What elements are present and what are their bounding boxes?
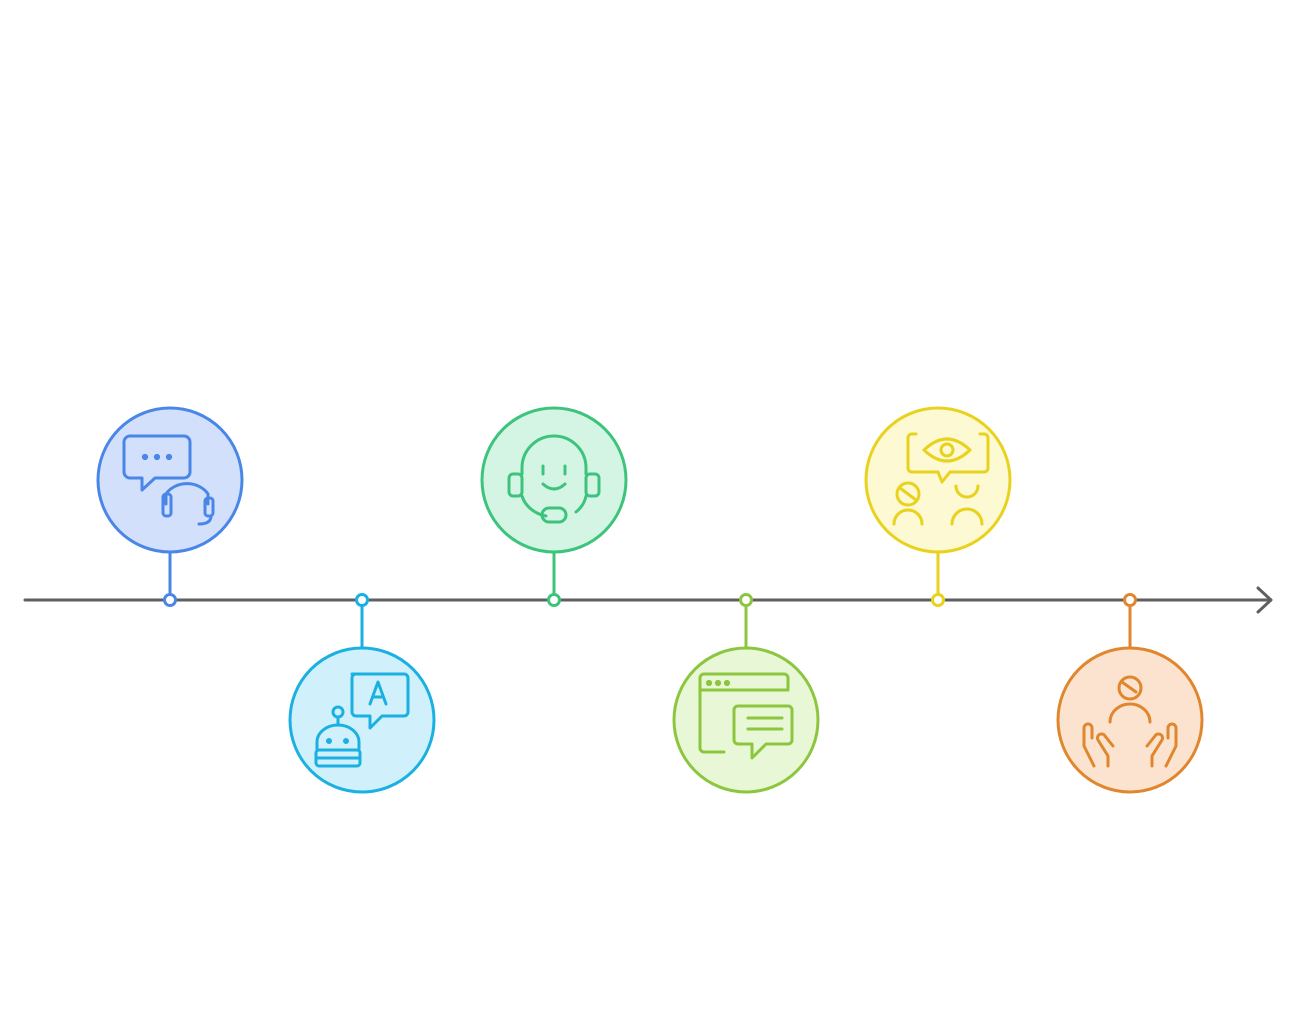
robot-translate-icon	[314, 672, 410, 768]
milestone-node	[547, 593, 561, 607]
milestone-visual-engagement	[864, 406, 1012, 607]
milestone-web-live-chat	[672, 593, 820, 794]
eye-group-chat-icon	[892, 432, 990, 526]
milestone-circle	[672, 646, 820, 794]
milestone-circle	[96, 406, 244, 554]
milestone-virtual-agent	[480, 406, 628, 607]
milestone-node	[355, 593, 369, 607]
timeline-axis	[23, 586, 1273, 614]
person-caring-hands-icon	[1082, 675, 1178, 768]
headset-agent-icon	[507, 434, 601, 524]
milestone-personalized-care	[1056, 593, 1204, 794]
milestone-node	[931, 593, 945, 607]
chat-headset-icon	[122, 434, 215, 526]
milestone-customer-support-chat	[96, 406, 244, 607]
browser-chat-icon	[698, 672, 794, 760]
milestone-circle	[864, 406, 1012, 554]
milestone-node	[739, 593, 753, 607]
milestone-circle	[480, 406, 628, 554]
timeline-arrowhead	[1256, 586, 1273, 614]
milestone-node	[163, 593, 177, 607]
milestone-ai-chatbot-translation	[288, 593, 436, 794]
milestone-circle	[288, 646, 436, 794]
milestone-node	[1123, 593, 1137, 607]
milestone-circle	[1056, 646, 1204, 794]
